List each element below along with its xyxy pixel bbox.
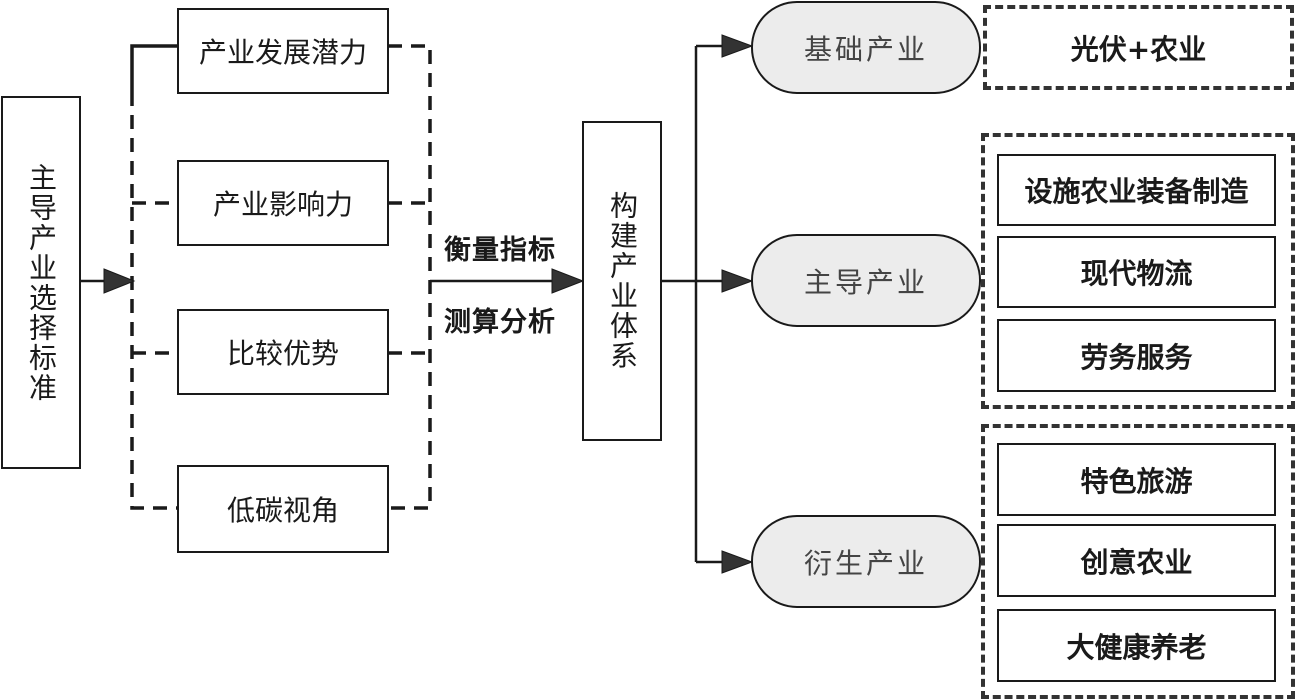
system-label: 构建产业体系 xyxy=(606,191,639,371)
bracket-left-dashed xyxy=(130,92,178,510)
industry-item-label: 现代物流 xyxy=(1080,257,1193,290)
criterion-label: 产业发展潜力 xyxy=(198,36,367,69)
bracket-right-dashed xyxy=(388,44,432,510)
industry-item-box: 现代物流 xyxy=(997,236,1276,308)
arrow-derived xyxy=(721,550,754,574)
leading-industry-group xyxy=(981,133,1295,409)
category-leading: 主导产业 xyxy=(751,234,981,327)
arrow-root xyxy=(103,268,136,294)
category-basic: 基础产业 xyxy=(751,1,981,94)
category-label: 主导产业 xyxy=(803,265,928,299)
fan-out-lines xyxy=(662,44,728,564)
industry-item-label: 创意农业 xyxy=(1080,545,1193,579)
industry-item-label: 大健康养老 xyxy=(1066,630,1207,664)
criterion-label: 比较优势 xyxy=(226,337,339,370)
industry-item-box: 创意农业 xyxy=(997,524,1276,597)
root-node: 主导产业选择标准 xyxy=(1,96,81,469)
basic-industry-group: 光伏+农业 xyxy=(983,5,1294,90)
arrow-basic xyxy=(721,34,754,58)
connector-top-label: 衡量指标 xyxy=(444,235,556,266)
category-label: 基础产业 xyxy=(803,32,928,66)
industry-item-box: 特色旅游 xyxy=(997,443,1276,516)
criterion-box: 比较优势 xyxy=(177,309,389,395)
industry-item-box: 设施农业装备制造 xyxy=(997,154,1276,226)
arrow-system xyxy=(551,268,585,294)
criterion-box: 产业发展潜力 xyxy=(177,8,389,94)
industry-item-box: 劳务服务 xyxy=(997,319,1276,392)
criterion-box: 产业影响力 xyxy=(177,160,389,246)
criterion-label: 产业影响力 xyxy=(212,188,353,221)
criterion-label: 低碳视角 xyxy=(226,494,339,527)
connector-bottom-label: 测算分析 xyxy=(444,307,556,338)
industry-item-label: 劳务服务 xyxy=(1080,340,1193,374)
industry-item-label: 特色旅游 xyxy=(1080,464,1193,498)
industry-item-label: 光伏+农业 xyxy=(1070,32,1207,66)
criterion-box: 低碳视角 xyxy=(177,465,389,553)
bracket-mid-dashed xyxy=(132,201,178,355)
category-label: 衍生产业 xyxy=(803,546,928,580)
arrow-leading xyxy=(721,269,754,293)
system-node: 构建产业体系 xyxy=(582,121,662,441)
industry-item-label: 设施农业装备制造 xyxy=(1024,175,1249,208)
industry-item-box: 大健康养老 xyxy=(997,609,1276,682)
root-label: 主导产业选择标准 xyxy=(25,162,58,403)
category-derived: 衍生产业 xyxy=(751,515,981,608)
derived-industry-group xyxy=(981,424,1295,699)
bracket-top-solid xyxy=(130,44,178,92)
